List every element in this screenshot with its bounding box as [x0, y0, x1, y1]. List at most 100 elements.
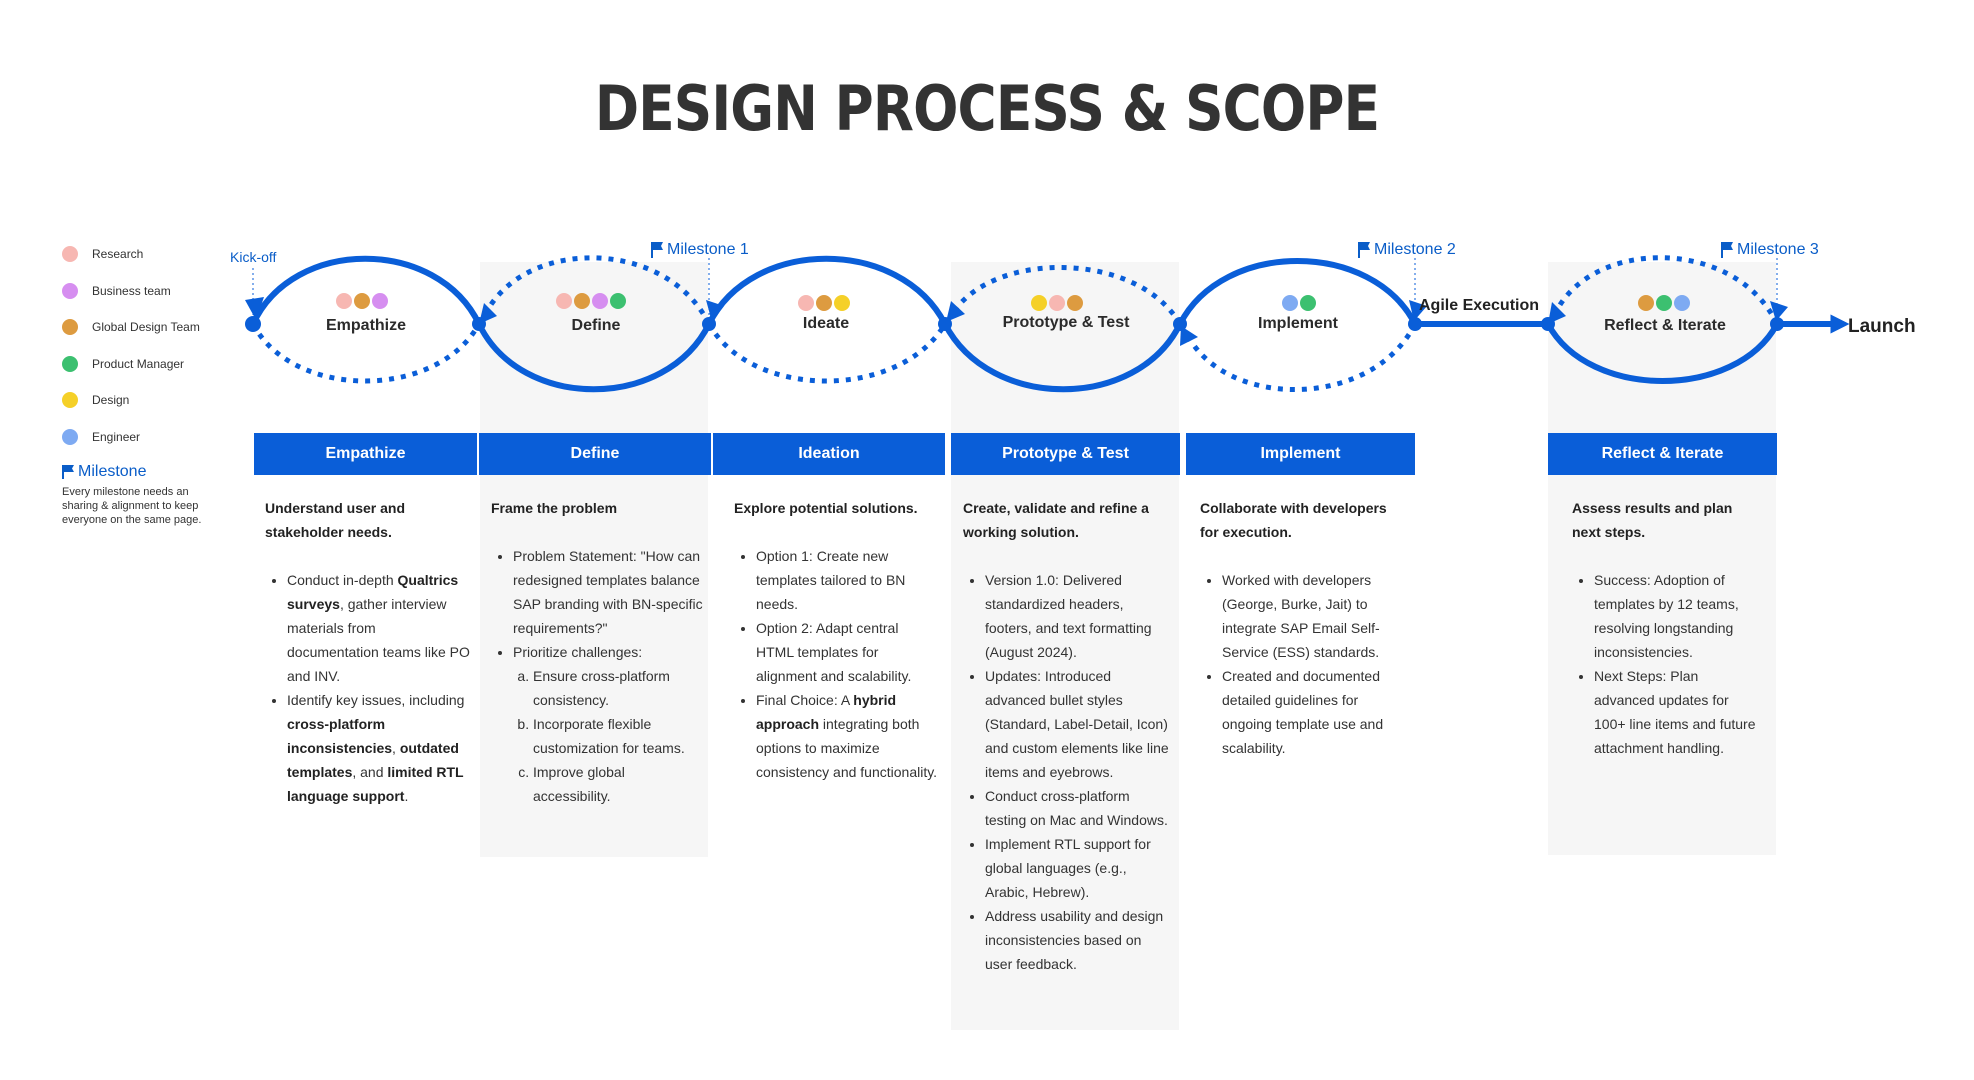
design-dot-icon — [62, 392, 78, 409]
design-dot-icon — [1031, 295, 1047, 311]
engineer-dot-icon — [1674, 295, 1690, 311]
legend-label: Global Design Team — [92, 320, 200, 335]
list-item: Problem Statement: "How can redesigned t… — [513, 544, 703, 640]
ideate-solid-arc — [706, 255, 948, 327]
stage-node — [1173, 317, 1187, 331]
legend: Research Business team Global Design Tea… — [62, 236, 222, 527]
panel-implement: Collaborate with developers for executio… — [1200, 496, 1402, 760]
arrowhead-icon — [1180, 326, 1198, 346]
launch-label: Launch — [1848, 316, 1916, 337]
define-dashed-arc — [481, 255, 712, 326]
milestone-1-text: Milestone 1 — [667, 241, 749, 258]
column-header-prototype: Prototype & Test — [951, 433, 1180, 475]
legend-item-product-manager: Product Manager — [62, 346, 222, 383]
sub-list-item: Incorporate flexible customization for t… — [533, 712, 703, 760]
legend-item-business-team: Business team — [62, 273, 222, 310]
research-dot-icon — [556, 293, 572, 309]
prototype-team-dots — [1031, 295, 1083, 311]
product-manager-dot-icon — [62, 355, 78, 372]
milestone-2-text: Milestone 2 — [1374, 241, 1456, 258]
research-dot-icon — [62, 246, 78, 263]
panel-lead: Frame the problem — [491, 500, 618, 516]
column-header-empathize: Empathize — [254, 433, 477, 475]
global-design-team-dot-icon — [62, 319, 78, 336]
empathize-team-dots — [336, 293, 388, 309]
column-header-implement: Implement — [1186, 433, 1415, 475]
stage-node — [702, 317, 716, 331]
column-header-ideation: Ideation — [713, 433, 945, 475]
arrowhead-icon — [1409, 300, 1427, 321]
research-dot-icon — [798, 295, 814, 311]
sub-list-item: Improve global accessibility. — [533, 760, 703, 808]
product-manager-dot-icon — [1656, 295, 1672, 311]
stage-label-define: Define — [571, 317, 621, 334]
stage-label-prototype: Prototype & Test — [1002, 314, 1130, 331]
panel-lead: Create, validate and refine a working so… — [963, 500, 1149, 540]
sub-list-item: Ensure cross-platform consistency. — [533, 664, 703, 712]
implement-dashed-arc — [1183, 322, 1418, 392]
engineer-dot-icon — [62, 428, 78, 445]
global-design-team-dot-icon — [574, 293, 590, 309]
research-dot-icon — [336, 293, 352, 309]
ideate-dashed-arc — [706, 322, 948, 384]
reflect-dashed-arc — [1551, 255, 1780, 326]
page-title: DESIGN PROCESS & SCOPE — [594, 72, 1380, 145]
stage-label-empathize: Empathize — [325, 317, 407, 334]
define-column-bg — [480, 262, 708, 857]
list-item: Next Steps: Plan advanced updates for 10… — [1594, 664, 1762, 760]
empathize-dashed-arc — [250, 322, 482, 384]
panel-reflect: Assess results and plan next steps. Succ… — [1572, 496, 1762, 760]
stage-node — [472, 317, 486, 331]
list-item: Option 1: Create new templates tailored … — [756, 544, 938, 616]
global-design-team-dot-icon — [1067, 295, 1083, 311]
flag-icon — [1358, 242, 1370, 258]
product-manager-dot-icon — [610, 293, 626, 309]
legend-item-engineer: Engineer — [62, 419, 222, 456]
list-item: Worked with developers (George, Burke, J… — [1222, 568, 1402, 664]
arrowhead-icon — [245, 297, 264, 320]
stage-node — [1770, 317, 1784, 331]
process-flow-diagram — [245, 255, 1850, 393]
implement-team-dots — [1282, 295, 1316, 311]
global-design-team-dot-icon — [354, 293, 370, 309]
legend-label: Product Manager — [92, 356, 185, 371]
milestone-1-label: Milestone 1 — [651, 241, 749, 259]
stage-label-ideate: Ideate — [802, 315, 850, 332]
business-team-dot-icon — [592, 293, 608, 309]
agile-execution-label: Agile Execution — [1419, 297, 1540, 314]
stage-node — [1408, 317, 1422, 331]
reflect-team-dots — [1638, 295, 1690, 311]
arrowhead-icon — [706, 300, 724, 322]
list-item: Conduct in-depth Qualtrics surveys, gath… — [287, 568, 471, 688]
define-solid-arc — [476, 321, 712, 393]
milestone-3-label: Milestone 3 — [1721, 241, 1819, 259]
panel-lead: Understand user and stakeholder needs. — [265, 500, 406, 540]
legend-label: Design — [92, 393, 130, 408]
stage-label-reflect: Reflect & Iterate — [1604, 317, 1726, 334]
milestone-2-label: Milestone 2 — [1358, 241, 1456, 259]
legend-milestone: Milestone Every milestone needs an shari… — [62, 463, 222, 527]
arrowhead-icon — [1770, 301, 1788, 321]
column-header-reflect: Reflect & Iterate — [1548, 433, 1777, 475]
milestone-3-text: Milestone 3 — [1737, 241, 1819, 258]
legend-label: Research — [92, 247, 144, 262]
list-item: Final Choice: A hybrid approach integrat… — [756, 688, 938, 784]
arrowhead-icon — [946, 301, 965, 322]
flag-icon — [1721, 242, 1733, 258]
list-item: Prioritize challenges: Ensure cross-plat… — [513, 640, 703, 808]
arrowhead-icon — [1548, 302, 1566, 324]
flag-icon — [62, 465, 74, 479]
panel-empathize: Understand user and stakeholder needs. C… — [265, 496, 471, 808]
kickoff-label: Kick-off — [230, 249, 277, 265]
panel-lead: Assess results and plan next steps. — [1572, 500, 1733, 540]
panel-lead: Explore potential solutions. — [734, 500, 918, 516]
legend-item-design: Design — [62, 382, 222, 419]
list-item: Updates: Introduced advanced bullet styl… — [985, 664, 1169, 784]
stage-node — [1541, 317, 1555, 331]
column-header-define: Define — [479, 433, 711, 475]
prototype-solid-arc — [942, 321, 1183, 393]
legend-label: Business team — [92, 283, 171, 298]
list-item: Option 2: Adapt central HTML templates f… — [756, 616, 938, 688]
global-design-team-dot-icon — [1638, 295, 1654, 311]
legend-item-global-design-team: Global Design Team — [62, 309, 222, 346]
